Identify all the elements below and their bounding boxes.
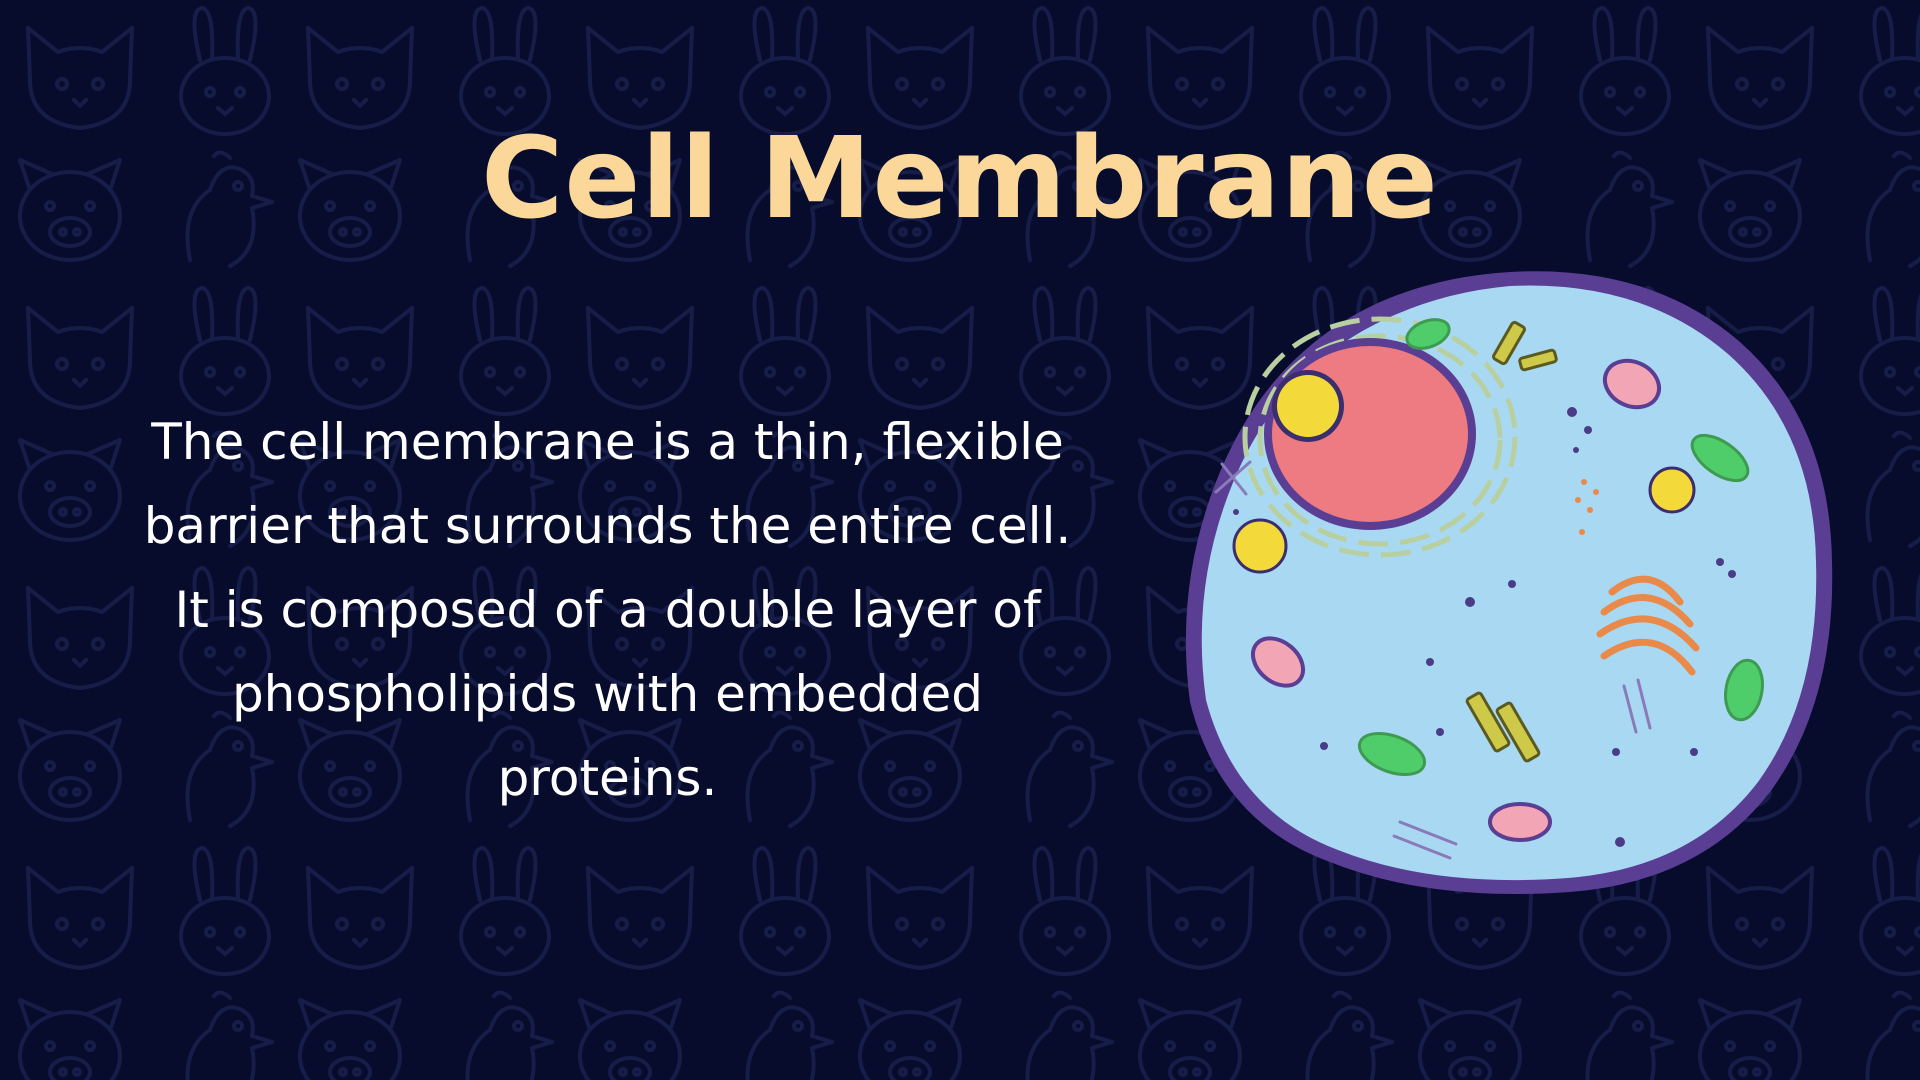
mitochondria (1250, 358, 1662, 842)
golgi-apparatus (1596, 575, 1700, 676)
filaments (1214, 460, 1652, 860)
lysosomes (1232, 466, 1696, 574)
nucleus (1264, 338, 1476, 530)
green-organelles (1357, 318, 1764, 777)
animal-cell-icon (1185, 271, 1833, 894)
slide-body-text: The cell membrane is a thin, flexible ba… (143, 413, 1072, 807)
endoplasmic-reticulum (1242, 316, 1518, 558)
centrioles (1465, 320, 1558, 763)
vesicles (1575, 479, 1599, 535)
ribosomes (1233, 407, 1736, 847)
slide-title: Cell Membrane (481, 114, 1439, 244)
